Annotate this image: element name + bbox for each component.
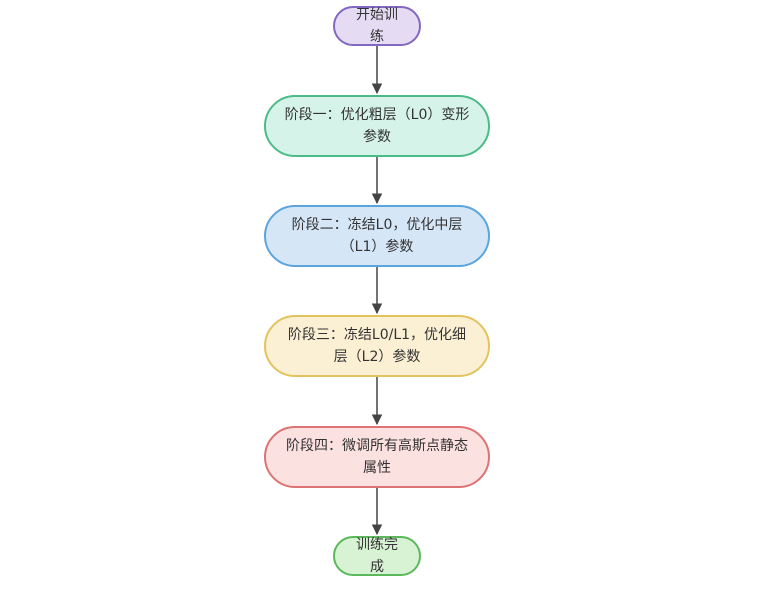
stage2-node: 阶段二：冻结L0，优化中层（L1）参数 <box>264 205 490 267</box>
stage4-label: 阶段四：微调所有高斯点静态属性 <box>286 438 468 476</box>
start-training-label: 开始训练 <box>356 7 398 45</box>
training-complete-node: 训练完成 <box>333 536 421 576</box>
stage3-node: 阶段三：冻结L0/L1，优化细层（L2）参数 <box>264 315 490 377</box>
stage2-label: 阶段二：冻结L0，优化中层（L1）参数 <box>291 217 463 255</box>
stage4-node: 阶段四：微调所有高斯点静态属性 <box>264 426 490 488</box>
stage3-label: 阶段三：冻结L0/L1，优化细层（L2）参数 <box>287 327 467 365</box>
training-complete-label: 训练完成 <box>356 537 398 575</box>
start-training-node: 开始训练 <box>333 6 421 46</box>
stage1-node: 阶段一：优化粗层（L0）变形参数 <box>264 95 490 157</box>
stage1-label: 阶段一：优化粗层（L0）变形参数 <box>284 107 470 145</box>
